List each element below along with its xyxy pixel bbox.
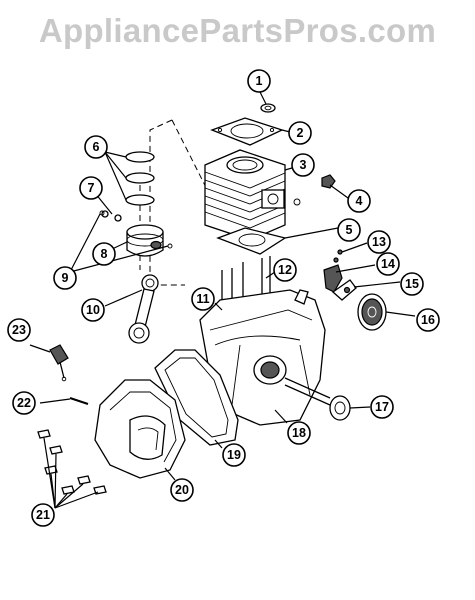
part-crankcase-cover: [94, 379, 186, 479]
svg-text:10: 10: [86, 303, 100, 317]
callout-9[interactable]: 9: [53, 266, 77, 290]
part-connecting-rod: [128, 274, 159, 344]
part-gear: [357, 293, 387, 331]
part-piston: [126, 224, 164, 257]
watermark-text: AppliancePartsPros.com: [38, 12, 437, 49]
svg-text:14: 14: [381, 257, 395, 271]
svg-text:6: 6: [93, 140, 100, 154]
callout-6[interactable]: 6: [84, 135, 108, 159]
svg-text:3: 3: [300, 158, 307, 172]
svg-text:16: 16: [421, 313, 435, 327]
part-crankcase-gasket: [154, 349, 239, 446]
svg-text:12: 12: [278, 263, 292, 277]
callout-16[interactable]: 16: [416, 308, 440, 332]
part-cylinder-nut: [293, 174, 336, 206]
callout-13[interactable]: 13: [367, 230, 391, 254]
part-pin: [69, 397, 89, 405]
callout-23[interactable]: 23: [7, 318, 31, 342]
svg-text:5: 5: [346, 223, 353, 237]
svg-text:8: 8: [101, 247, 108, 261]
part-cylinder: [204, 149, 286, 241]
callout-4[interactable]: 4: [347, 189, 371, 213]
callout-12[interactable]: 12: [273, 258, 297, 282]
part-small-seal: [260, 103, 276, 113]
svg-text:23: 23: [12, 323, 26, 337]
callout-21[interactable]: 21: [31, 503, 55, 527]
callout-1[interactable]: 1: [247, 69, 271, 93]
callout-18[interactable]: 18: [287, 421, 311, 445]
svg-text:1: 1: [256, 74, 263, 88]
callout-7[interactable]: 7: [79, 176, 103, 200]
svg-text:17: 17: [375, 400, 389, 414]
svg-text:20: 20: [175, 483, 189, 497]
callout-17[interactable]: 17: [370, 395, 394, 419]
svg-text:4: 4: [356, 194, 363, 208]
callout-15[interactable]: 15: [400, 272, 424, 296]
part-governor-arm: [331, 279, 357, 301]
callout-3[interactable]: 3: [291, 153, 315, 177]
callout-22[interactable]: 22: [12, 391, 36, 415]
svg-text:19: 19: [227, 448, 241, 462]
part-piston-rings: [125, 151, 155, 206]
part-oil-seal: [329, 395, 351, 421]
svg-text:9: 9: [62, 271, 69, 285]
part-sensor-plug: [49, 344, 69, 382]
callout-19[interactable]: 19: [222, 443, 246, 467]
svg-text:11: 11: [196, 292, 209, 306]
part-small-screw: [333, 249, 343, 263]
callout-5[interactable]: 5: [337, 218, 361, 242]
part-head-gasket: [210, 117, 284, 146]
svg-text:21: 21: [36, 508, 50, 522]
svg-text:22: 22: [17, 396, 31, 410]
svg-text:7: 7: [88, 181, 95, 195]
callout-2[interactable]: 2: [288, 121, 312, 145]
callout-14[interactable]: 14: [376, 252, 400, 276]
svg-text:15: 15: [405, 277, 419, 291]
part-pin-retainer: [101, 210, 122, 222]
svg-text:13: 13: [372, 235, 386, 249]
callout-11[interactable]: 11: [191, 287, 215, 311]
callout-10[interactable]: 10: [81, 298, 105, 322]
svg-text:18: 18: [292, 426, 306, 440]
svg-text:2: 2: [297, 126, 304, 140]
assembly-guide-lines: [139, 119, 226, 286]
callout-8[interactable]: 8: [92, 242, 116, 266]
callout-20[interactable]: 20: [170, 478, 194, 502]
